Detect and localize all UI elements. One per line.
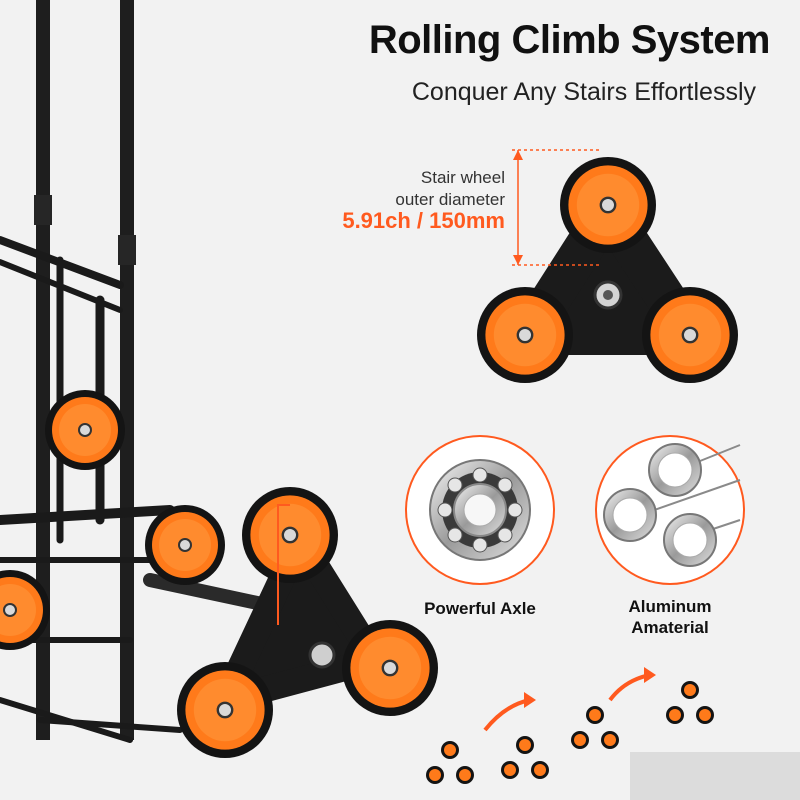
feature-caption-aluminum-line2: Amaterial xyxy=(631,618,709,637)
feature-caption-axle: Powerful Axle xyxy=(424,599,536,618)
spec-label-line2: outer diameter xyxy=(395,190,505,209)
stair-wheel-detail xyxy=(475,155,740,385)
bearing-icon xyxy=(405,435,555,585)
spec-label-line1: Stair wheel xyxy=(420,168,505,187)
dimension-marker xyxy=(512,149,600,266)
front-wheel-set xyxy=(175,485,440,760)
stair-sequence xyxy=(426,667,800,800)
page-title: Rolling Climb System xyxy=(368,18,771,62)
page-subtitle: Conquer Any Stairs Effortlessly xyxy=(411,78,756,106)
feature-caption-aluminum-line1: Aluminum xyxy=(628,597,712,616)
aluminum-tubes-icon xyxy=(595,435,745,585)
spec-value: 5.91ch / 150mm xyxy=(342,208,505,233)
